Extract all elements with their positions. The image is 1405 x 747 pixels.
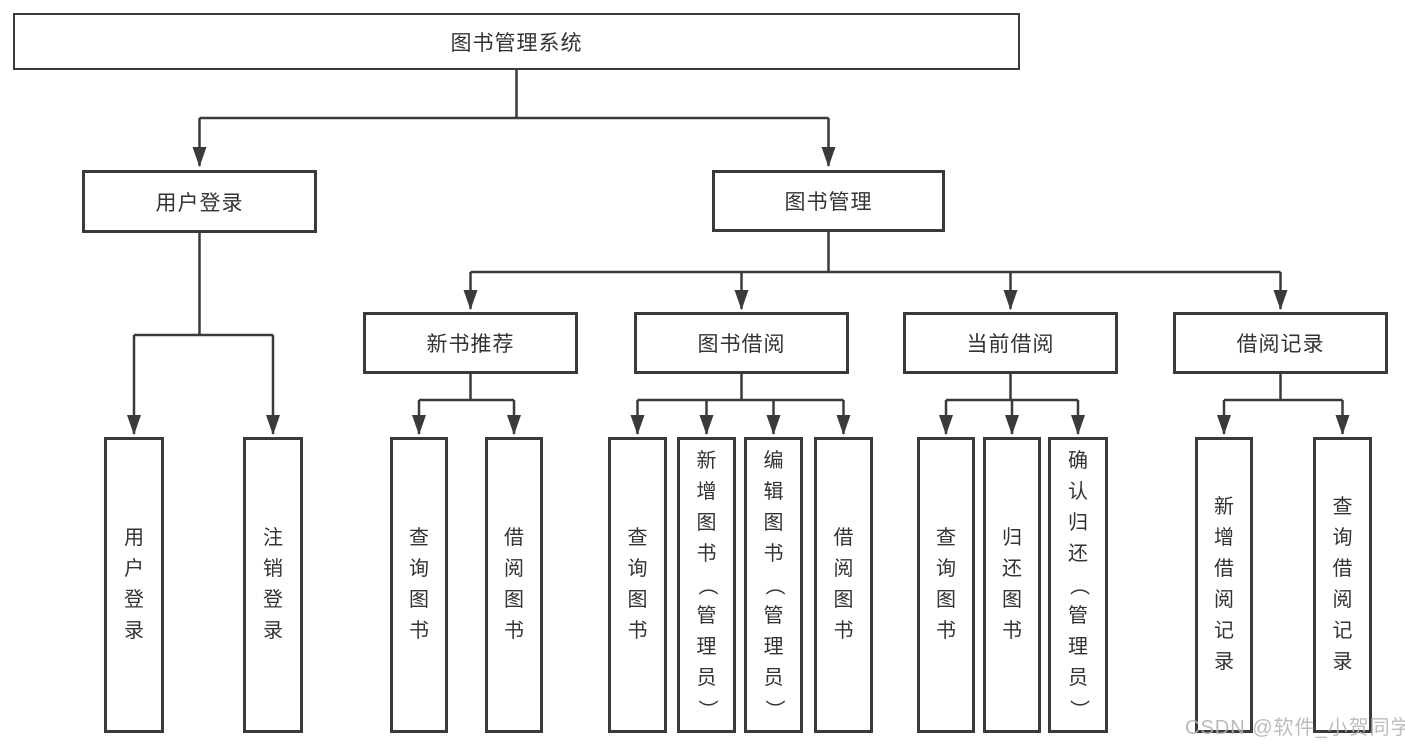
leaf-user-login-label: 用户登录 xyxy=(124,527,144,642)
leaf-bb-add-books-admin: 新增图书（管理员） xyxy=(677,437,736,733)
leaf-logout-login-label: 注销登录 xyxy=(263,527,283,642)
node-new-book-recommend-label: 新书推荐 xyxy=(426,333,515,356)
leaf-user-login: 用户登录 xyxy=(104,437,164,733)
leaf-br-query-record: 查询借阅记录 xyxy=(1313,437,1372,733)
leaf-cb-query-books: 查询图书 xyxy=(917,437,975,733)
leaf-bb-add-books-admin-label: 新增图书（管理员） xyxy=(696,449,718,720)
node-book-borrow: 图书借阅 xyxy=(634,312,849,374)
leaf-cb-return-books-label: 归还图书 xyxy=(1002,527,1022,642)
leaf-nbr-borrow-books-label: 借阅图书 xyxy=(504,527,524,642)
leaf-cb-confirm-return-admin-label: 确认归还（管理员） xyxy=(1067,449,1090,720)
leaf-br-add-record: 新增借阅记录 xyxy=(1195,437,1253,733)
leaf-bb-edit-books-admin: 编辑图书（管理员） xyxy=(744,437,803,733)
leaf-bb-query-books-label: 查询图书 xyxy=(627,527,648,642)
node-current-borrow: 当前借阅 xyxy=(903,312,1118,374)
node-current-borrow-label: 当前借阅 xyxy=(966,333,1055,356)
branch-user-login: 用户登录 xyxy=(82,170,317,233)
branch-user-login-label: 用户登录 xyxy=(155,191,244,215)
leaf-bb-borrow-books-label: 借阅图书 xyxy=(833,527,854,642)
leaf-br-add-record-label: 新增借阅记录 xyxy=(1214,496,1234,673)
leaf-bb-edit-books-admin-label: 编辑图书（管理员） xyxy=(763,449,785,720)
node-borrow-records: 借阅记录 xyxy=(1173,312,1388,374)
leaf-cb-query-books-label: 查询图书 xyxy=(936,527,956,642)
root-node-library-management-system: 图书管理系统 xyxy=(13,13,1020,70)
node-new-book-recommend: 新书推荐 xyxy=(363,312,578,374)
leaf-nbr-borrow-books: 借阅图书 xyxy=(485,437,543,733)
csdn-watermark: CSDN @软件_小贺同学 xyxy=(1185,717,1405,739)
branch-book-management: 图书管理 xyxy=(712,170,945,232)
leaf-logout-login: 注销登录 xyxy=(243,437,303,733)
leaf-br-query-record-label: 查询借阅记录 xyxy=(1332,496,1353,673)
branch-book-management-label: 图书管理 xyxy=(784,191,873,214)
leaf-nbr-query-books: 查询图书 xyxy=(390,437,448,733)
leaf-nbr-query-books-label: 查询图书 xyxy=(409,527,429,642)
leaf-bb-query-books: 查询图书 xyxy=(608,437,667,733)
leaf-cb-confirm-return-admin: 确认归还（管理员） xyxy=(1048,437,1108,733)
leaf-bb-borrow-books: 借阅图书 xyxy=(814,437,873,733)
leaf-cb-return-books: 归还图书 xyxy=(983,437,1041,733)
node-book-borrow-label: 图书借阅 xyxy=(697,333,786,356)
node-borrow-records-label: 借阅记录 xyxy=(1236,333,1325,356)
root-node-label: 图书管理系统 xyxy=(450,31,583,55)
